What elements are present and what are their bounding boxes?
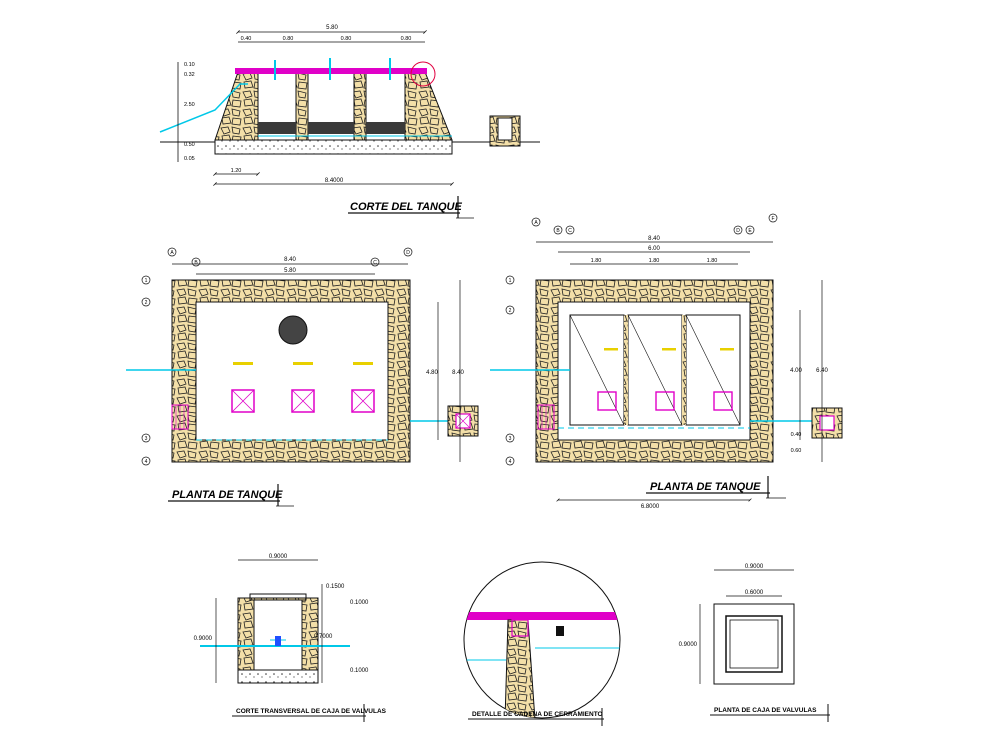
gate-valve-icon bbox=[275, 636, 281, 646]
svg-text:6.00: 6.00 bbox=[648, 246, 660, 252]
svg-text:0.6000: 0.6000 bbox=[745, 590, 764, 596]
svg-text:2.50: 2.50 bbox=[184, 102, 195, 108]
caja-valvulas-planta: 0.9000 0.6000 0.9000 PLANTA DE CAJA DE V… bbox=[679, 564, 830, 722]
svg-text:0.40: 0.40 bbox=[241, 36, 252, 42]
detalle-cadena: DETALLE DE CADENA DE CERRAMIENTO bbox=[463, 561, 621, 726]
svg-text:3: 3 bbox=[145, 436, 148, 442]
svg-text:8.40: 8.40 bbox=[452, 370, 464, 376]
inspection-box-2 bbox=[291, 389, 315, 413]
inspection-box-3 bbox=[351, 389, 375, 413]
svg-text:0.9000: 0.9000 bbox=[745, 564, 764, 570]
planta-tanque-1: A B C D 8.40 5.80 1 2 3 4 bbox=[126, 247, 479, 507]
cell-box-1 bbox=[597, 391, 617, 411]
title-planta-tanque-1: PLANTA DE TANQUE bbox=[172, 489, 283, 501]
svg-text:2: 2 bbox=[509, 308, 512, 314]
svg-text:6.8000: 6.8000 bbox=[641, 504, 660, 510]
svg-text:0.1500: 0.1500 bbox=[326, 584, 345, 590]
svg-text:D: D bbox=[406, 250, 410, 256]
svg-text:0.9000: 0.9000 bbox=[679, 642, 698, 648]
partition-wall-2 bbox=[353, 71, 367, 141]
svg-text:4.80: 4.80 bbox=[426, 370, 438, 376]
svg-text:B: B bbox=[194, 260, 198, 266]
tank-masonry-ring bbox=[171, 279, 411, 463]
svg-text:0.05: 0.05 bbox=[184, 156, 195, 162]
svg-text:4.00: 4.00 bbox=[790, 368, 802, 374]
svg-text:1.80: 1.80 bbox=[649, 258, 660, 264]
svg-text:5.80: 5.80 bbox=[284, 268, 296, 274]
svg-text:0.80: 0.80 bbox=[283, 36, 294, 42]
floor-fill-2 bbox=[308, 122, 354, 134]
svg-text:0.60: 0.60 bbox=[791, 448, 802, 454]
svg-text:1: 1 bbox=[145, 278, 148, 284]
left-masonry-wall bbox=[214, 71, 259, 141]
title-caja-corte: CORTE TRANSVERSAL DE CAJA DE VALVULAS bbox=[236, 708, 387, 715]
inspection-box-1 bbox=[231, 389, 255, 413]
svg-text:4: 4 bbox=[509, 459, 512, 465]
svg-text:C: C bbox=[568, 228, 572, 234]
dim-overall-top: 5.80 bbox=[326, 25, 338, 31]
svg-text:0.32: 0.32 bbox=[184, 72, 195, 78]
svg-text:1.20: 1.20 bbox=[231, 168, 242, 174]
caja-valvulas-corte: 0.9000 0.9000 0.1500 0.1000 0.7000 0.100… bbox=[194, 554, 387, 722]
foundation bbox=[214, 139, 453, 155]
ring-beam-section bbox=[511, 619, 529, 637]
cell-box-3 bbox=[713, 391, 733, 411]
svg-text:E: E bbox=[748, 228, 752, 234]
svg-text:F: F bbox=[771, 216, 774, 222]
title-detalle: DETALLE DE CADENA DE CERRAMIENTO bbox=[472, 711, 603, 718]
svg-text:6.40: 6.40 bbox=[816, 368, 828, 374]
svg-text:0.9000: 0.9000 bbox=[269, 554, 288, 560]
svg-text:4: 4 bbox=[145, 459, 148, 465]
svg-text:A: A bbox=[170, 250, 174, 256]
title-caja-planta: PLANTA DE CAJA DE VALVULAS bbox=[714, 707, 817, 714]
title-corte-tanque: CORTE DEL TANQUE bbox=[350, 201, 463, 213]
tank-masonry-ring-2 bbox=[535, 279, 774, 463]
detail-callout-circle bbox=[410, 61, 436, 87]
svg-text:8.4000: 8.4000 bbox=[325, 178, 344, 184]
partition-wall-1 bbox=[295, 71, 309, 141]
ring-beam-slab bbox=[464, 612, 620, 620]
svg-text:A: A bbox=[534, 220, 538, 226]
svg-text:C: C bbox=[373, 260, 377, 266]
svg-text:8.40: 8.40 bbox=[648, 236, 660, 242]
valve-box-plan-1 bbox=[447, 405, 479, 437]
svg-text:0.80: 0.80 bbox=[341, 36, 352, 42]
floor-fill-1 bbox=[258, 122, 296, 134]
svg-text:0.40: 0.40 bbox=[791, 432, 802, 438]
valve-box-lid bbox=[249, 593, 307, 601]
corte-tanque-section: 5.80 0.40 0.80 0.80 0.80 0.10 0.32 2.50 … bbox=[159, 25, 540, 219]
cell-box-2 bbox=[655, 391, 675, 411]
svg-text:B: B bbox=[556, 228, 560, 234]
inlet-pipe bbox=[159, 83, 248, 133]
svg-text:0.7000: 0.7000 bbox=[314, 634, 333, 640]
svg-text:0.9000: 0.9000 bbox=[194, 636, 213, 642]
floor-fill-3 bbox=[366, 122, 405, 134]
svg-text:3: 3 bbox=[509, 436, 512, 442]
svg-text:0.10: 0.10 bbox=[184, 62, 195, 68]
svg-text:0.1000: 0.1000 bbox=[350, 600, 369, 606]
planta-tanque-2: A B C D E F 8.40 6.00 1.80 1.80 1.80 1 2… bbox=[490, 213, 843, 510]
svg-text:1.80: 1.80 bbox=[707, 258, 718, 264]
svg-text:2: 2 bbox=[145, 300, 148, 306]
vent-pipes bbox=[274, 58, 391, 80]
svg-text:0.1000: 0.1000 bbox=[350, 668, 369, 674]
svg-text:8.40: 8.40 bbox=[284, 257, 296, 263]
svg-text:1.80: 1.80 bbox=[591, 258, 602, 264]
svg-text:1: 1 bbox=[509, 278, 512, 284]
svg-text:D: D bbox=[736, 228, 740, 234]
right-masonry-wall bbox=[404, 71, 453, 141]
title-planta-tanque-2: PLANTA DE TANQUE bbox=[650, 481, 761, 493]
svg-text:0.80: 0.80 bbox=[401, 36, 412, 42]
detail-circle bbox=[463, 561, 621, 719]
svg-text:0.50: 0.50 bbox=[184, 142, 195, 148]
valve-box-lid-plan bbox=[725, 615, 783, 673]
manhole-cover bbox=[278, 315, 308, 345]
